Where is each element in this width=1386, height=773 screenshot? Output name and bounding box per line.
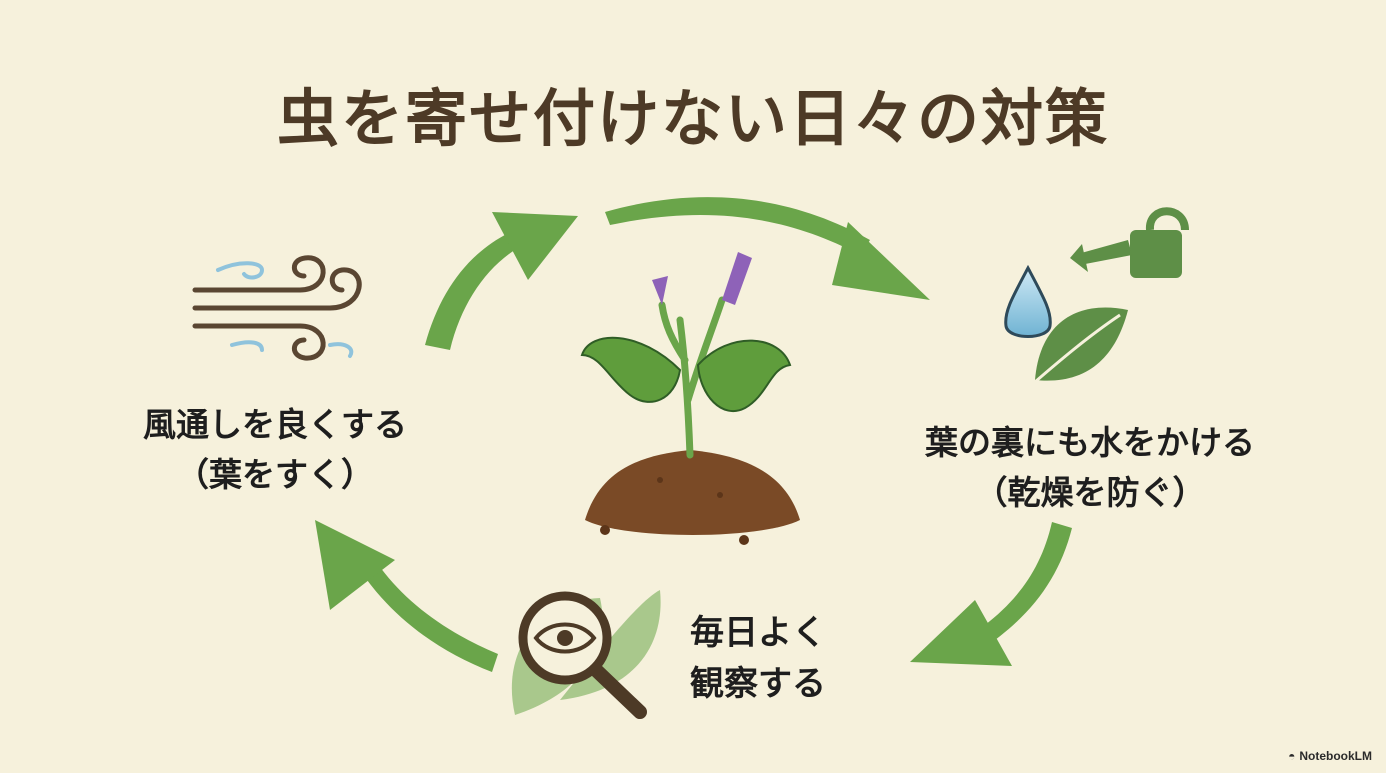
- wind-icon: [192, 255, 362, 361]
- magnifier-eye-icon: [511, 590, 661, 719]
- step-water-leaf-label: 葉の裏にも水をかける （乾燥を防ぐ）: [925, 423, 1255, 512]
- plant-icon: [580, 252, 800, 545]
- arrow-right-down: [910, 522, 1072, 666]
- watering-can-icon: [1070, 207, 1189, 278]
- arrow-bottom-left: [315, 520, 498, 672]
- arrow-top-right: [605, 197, 930, 300]
- water-drop-icon: [1004, 264, 1052, 338]
- notebooklm-logo-icon: ◓: [1288, 749, 1296, 763]
- step-ventilation-label: 風通しを良くする （葉をすく）: [143, 405, 407, 494]
- page-title: 虫を寄せ付けない日々の対策: [276, 82, 1109, 155]
- watermark: ◓ NotebookLM: [1288, 749, 1372, 763]
- arrow-left-up: [425, 212, 578, 350]
- step-observe-label: 毎日よく 観察する: [690, 613, 826, 704]
- leaf-icon: [1019, 307, 1128, 397]
